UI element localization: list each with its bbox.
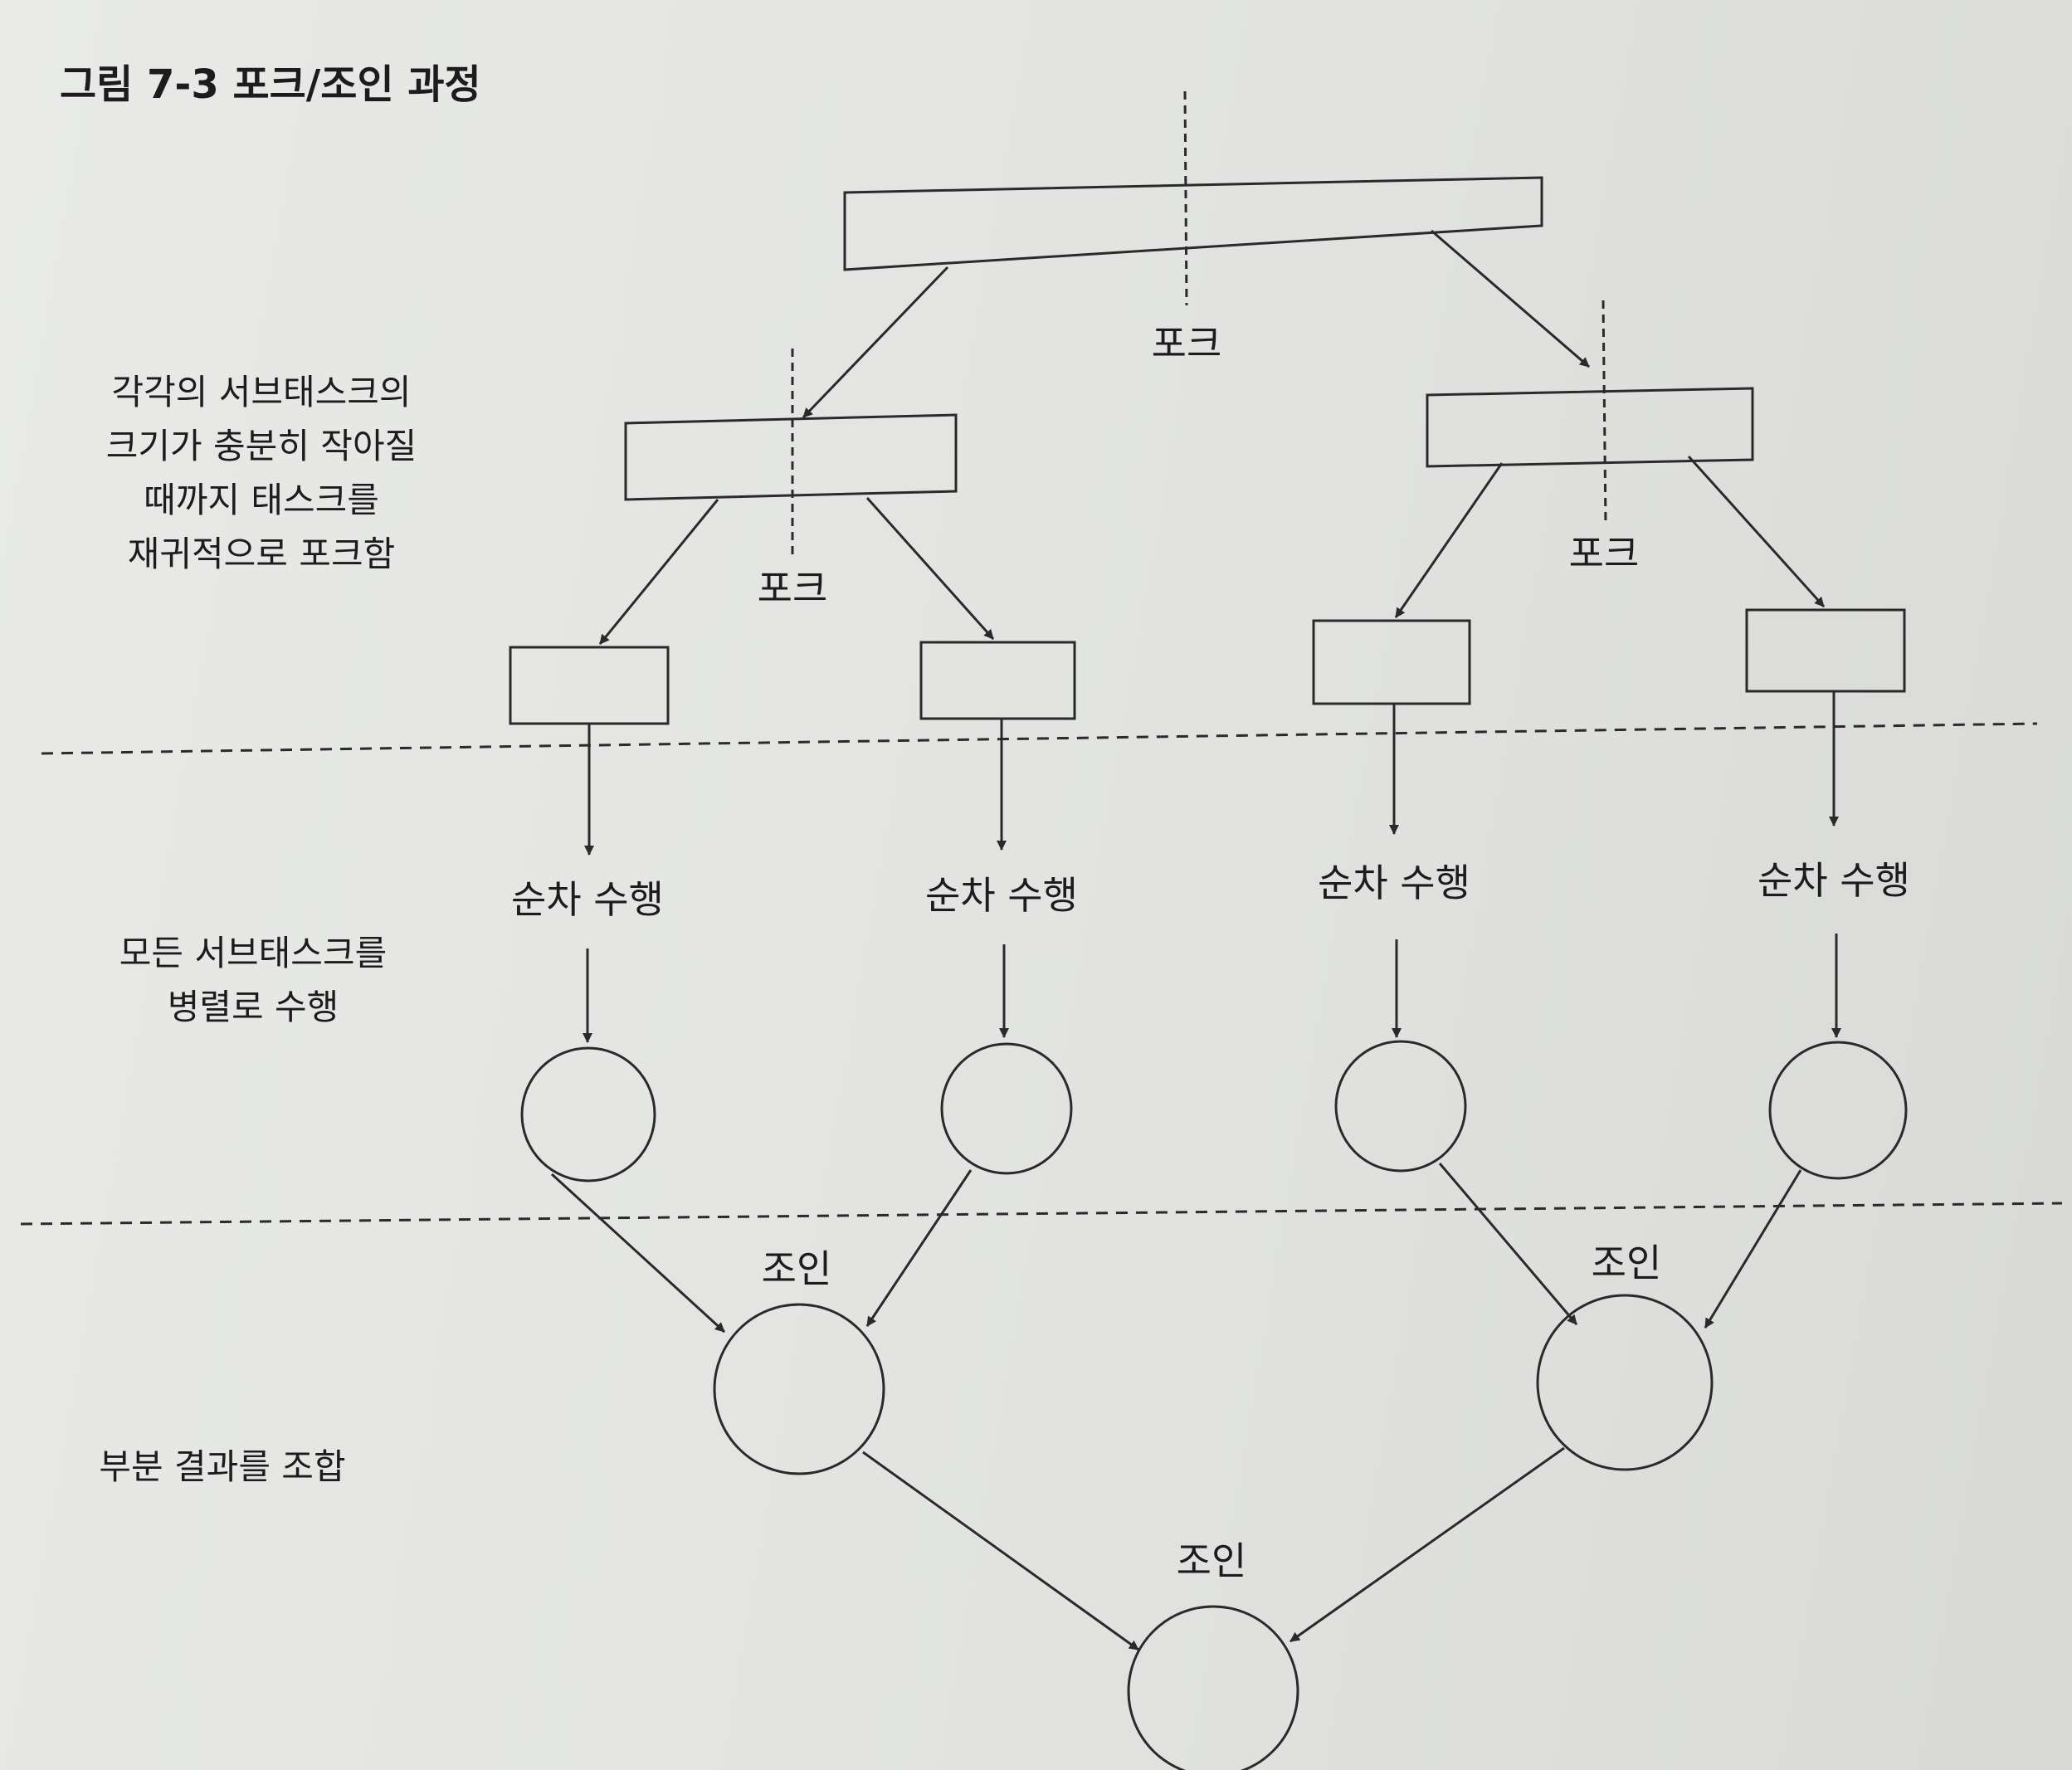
arrow-root-to-left [802, 266, 949, 419]
join-circle-right [1536, 1294, 1714, 1471]
figure-title: 그림 7-3 포크/조인 과정 [60, 61, 481, 108]
arrow-result-4-to-join-right [1704, 1169, 1802, 1329]
result-circle-4 [1768, 1041, 1908, 1180]
split-line-root [1183, 90, 1188, 306]
fork-note-line-2: 크기가 충분히 작아질 [106, 426, 417, 466]
result-circle-1 [520, 1046, 656, 1182]
combine-note-line-1: 부분 결과를 조합 [99, 1446, 345, 1487]
sequential-label-2: 순차 수행 [925, 873, 1078, 918]
split-line-right [1602, 300, 1607, 525]
sequential-label-3: 순차 수행 [1318, 861, 1470, 905]
task-box-leaf-2 [919, 641, 1076, 720]
result-circle-2 [940, 1042, 1073, 1175]
result-circle-3 [1334, 1040, 1467, 1173]
fork-note: 각각의 서브태스크의 크기가 충분히 작아질 때까지 태스크를 재귀적으로 포크… [106, 372, 417, 574]
arrow-result-3-to-join-right [1438, 1163, 1578, 1325]
phase-separator-top [41, 722, 2038, 755]
join-circle-left [713, 1303, 885, 1475]
fork-label-left: 포크 [758, 566, 828, 611]
arrow-left-to-leaf-2 [865, 497, 995, 640]
task-box-left [624, 413, 958, 501]
task-box-leaf-1 [509, 646, 670, 725]
join-label-left: 조인 [762, 1246, 832, 1291]
parallel-note-line-1: 모든 서브태스크를 [119, 933, 387, 973]
parallel-note-line-2: 병렬로 수행 [168, 987, 339, 1027]
parallel-note: 모든 서브태스크를 병렬로 수행 [119, 933, 387, 1027]
fork-note-line-4: 재귀적으로 포크함 [128, 534, 395, 574]
join-label-right: 조인 [1592, 1241, 1662, 1285]
arrow-join-right-to-final [1290, 1446, 1565, 1643]
arrow-result-1-to-join-left [550, 1173, 726, 1334]
arrow-left-to-leaf-1 [598, 499, 719, 645]
fork-label-right: 포크 [1569, 531, 1640, 576]
sequential-label-4: 순차 수행 [1758, 858, 1910, 903]
arrow-right-to-leaf-3 [1394, 462, 1504, 618]
join-label-final: 조인 [1177, 1538, 1247, 1583]
phase-separator-bottom [20, 1202, 2063, 1226]
fork-label-top: 포크 [1152, 321, 1222, 366]
arrow-right-to-leaf-4 [1687, 455, 1826, 608]
task-box-root [843, 176, 1543, 271]
task-box-right [1426, 387, 1754, 468]
join-circle-final [1127, 1605, 1299, 1770]
arrow-result-2-to-join-left [865, 1169, 973, 1327]
combine-note: 부분 결과를 조합 [99, 1446, 345, 1487]
arrow-join-left-to-final [862, 1451, 1139, 1651]
fork-note-line-3: 때까지 태스크를 [144, 480, 379, 520]
sequential-label-1: 순차 수행 [511, 877, 664, 922]
fork-note-line-1: 각각의 서브태스크의 [111, 372, 411, 412]
task-box-leaf-3 [1312, 619, 1471, 705]
arrow-root-to-right [1431, 229, 1590, 368]
task-box-leaf-4 [1745, 608, 1906, 693]
